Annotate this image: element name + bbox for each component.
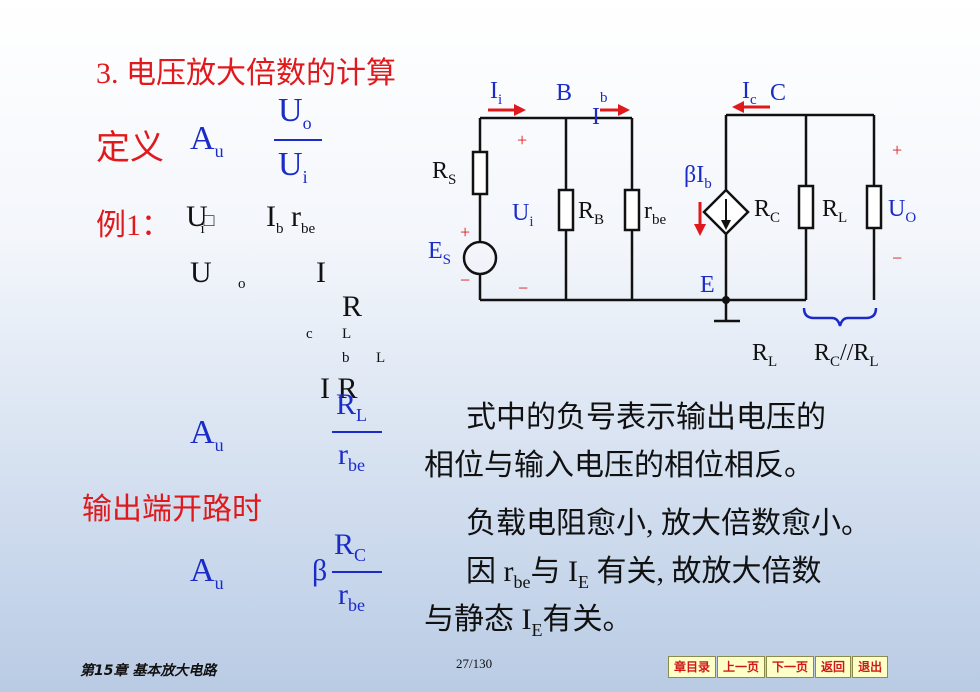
label-ib-sub: b — [600, 90, 608, 106]
def-numerator: Uo — [278, 92, 312, 133]
note4: 与静态 IE有关。 — [424, 603, 633, 640]
label-rc-parallel-rl: RC//RL — [814, 340, 879, 370]
resistor-rb — [557, 188, 575, 232]
resistor-rbe — [623, 188, 641, 232]
note1-line2: 相位与输入电压的相位相反。 — [424, 449, 814, 482]
example-eq2-L2: L — [376, 350, 386, 366]
label-ic: Ic — [742, 78, 757, 108]
label-rc: RC — [754, 196, 781, 226]
label-rl-prime: RL — [752, 340, 778, 370]
circuit-wires — [478, 113, 876, 323]
nav-next-page-button[interactable]: 下一页 — [766, 656, 815, 678]
frac2-numerator: RC — [334, 528, 367, 565]
frac2-bar — [332, 571, 382, 573]
slide-title: 3. 电压放大倍数的计算 — [96, 57, 396, 90]
note1-line1: 式中的负号表示输出电压的 — [466, 401, 826, 434]
dependent-source-arrowhead — [721, 220, 731, 230]
current-arrows — [488, 101, 770, 236]
resistors — [471, 150, 883, 232]
nav-chapter-contents-button[interactable]: 章目录 — [668, 656, 717, 678]
label-ii: Ii — [490, 78, 503, 108]
resistor-rc — [797, 184, 815, 230]
example-eq2-I: I — [316, 256, 326, 289]
beta-symbol: β — [312, 554, 328, 587]
chapter-title: 第15章 基本放大电路 — [80, 663, 217, 679]
label-c: C — [770, 80, 787, 106]
label-uo: UO — [888, 196, 917, 226]
uo-plus: + — [892, 140, 903, 160]
label-rbe: rbe — [644, 198, 667, 228]
nav-exit-button[interactable]: 退出 — [852, 656, 889, 678]
def-fraction-bar — [274, 139, 322, 141]
open-circuit-label: 输出端开路时 — [82, 493, 262, 526]
nav-back-button[interactable]: 返回 — [815, 656, 852, 678]
example-eq2-uo: U — [190, 256, 212, 289]
resistor-rs — [471, 150, 489, 196]
example-eq2-c: c — [306, 326, 313, 342]
label-rs: RS — [432, 158, 457, 188]
junction-dot — [722, 296, 730, 304]
example-eq2-R: R — [342, 290, 363, 323]
page-number: 27/130 — [456, 656, 493, 671]
example-eq3-IR: I R — [320, 372, 358, 405]
label-beta-ib: βIb — [684, 162, 712, 192]
au-symbol-def: Au — [190, 120, 224, 161]
note2: 负载电阻愈小, 放大倍数愈小。 — [466, 507, 871, 540]
es-minus: − — [460, 270, 471, 290]
resistor-rl — [865, 184, 883, 230]
example-eq1-ib-rbe: Ib rbe — [266, 200, 316, 237]
frac1-numerator: RL — [336, 388, 368, 425]
frac1-bar — [332, 431, 382, 433]
example-label: 例1： — [96, 209, 171, 242]
frac2-denominator: rbe — [338, 578, 365, 615]
example-eq1: U□i — [186, 200, 215, 237]
frac1-denominator: rbe — [338, 438, 365, 475]
label-rb: RB — [578, 198, 605, 228]
note3: 因 rbe与 IE 有关, 故放大倍数 — [466, 555, 822, 592]
au-symbol-load: Au — [190, 414, 224, 455]
label-b: B — [556, 80, 573, 106]
label-ui: Ui — [512, 200, 534, 230]
example-eq2-L: L — [342, 326, 352, 342]
es-plus: + — [460, 222, 471, 242]
label-ib: I — [592, 104, 600, 130]
source-circle — [462, 240, 498, 276]
au-symbol-open: Au — [190, 552, 224, 593]
label-e: E — [700, 272, 715, 298]
uo-minus: − — [892, 248, 903, 268]
ui-minus: − — [518, 278, 529, 298]
label-es: ES — [428, 238, 452, 268]
example-eq2-b: b — [342, 350, 350, 366]
ui-plus: + — [517, 130, 528, 150]
nav-prev-page-button[interactable]: 上一页 — [717, 656, 766, 678]
brace — [802, 307, 878, 327]
label-rl: RL — [822, 196, 848, 226]
def-denominator: Ui — [278, 146, 308, 187]
definition-label: 定义 — [96, 130, 164, 167]
nav-bar: 章目录 上一页 下一页 返回 退出 — [668, 656, 889, 678]
example-eq2-o: o — [238, 276, 246, 292]
